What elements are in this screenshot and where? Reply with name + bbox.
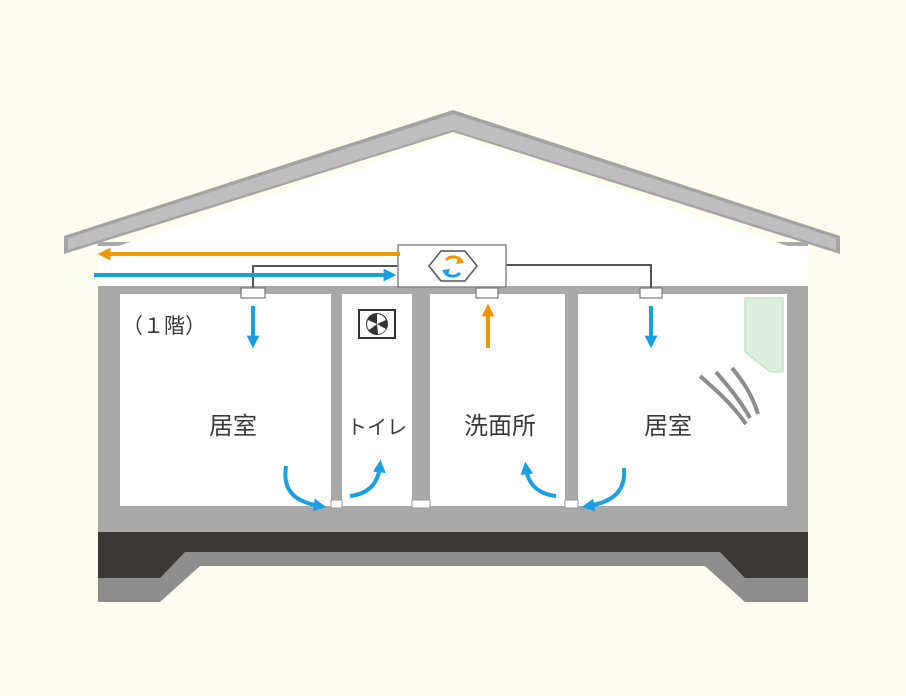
floor-label: （１階） bbox=[122, 314, 206, 338]
room-label-toilet: トイレ bbox=[347, 415, 407, 439]
flow-arrow-toilet-up bbox=[349, 459, 386, 498]
room-label-washroom: 洗面所 bbox=[464, 412, 536, 440]
room-label-living-right: 居室 bbox=[644, 412, 692, 440]
heat-exchange-ventilator-icon bbox=[428, 250, 478, 282]
flow-arrow-living-right-to-washroom bbox=[581, 467, 627, 512]
door-undercut-vents bbox=[330, 499, 579, 509]
ceiling-slab bbox=[98, 286, 808, 294]
foundation bbox=[98, 530, 808, 602]
exhaust-fan-icon bbox=[358, 309, 396, 339]
floor-slab bbox=[98, 506, 808, 530]
flow-arrow-washroom-up bbox=[520, 461, 557, 498]
ventilation-unit bbox=[397, 244, 507, 288]
room-washroom bbox=[430, 294, 565, 506]
air-conditioner-icon bbox=[698, 297, 784, 426]
room-living-left bbox=[120, 294, 331, 506]
flow-arrow-living-left-to-toilet bbox=[283, 465, 327, 512]
ceiling-diffusers bbox=[240, 287, 663, 299]
room-label-living-left: 居室 bbox=[209, 412, 257, 440]
